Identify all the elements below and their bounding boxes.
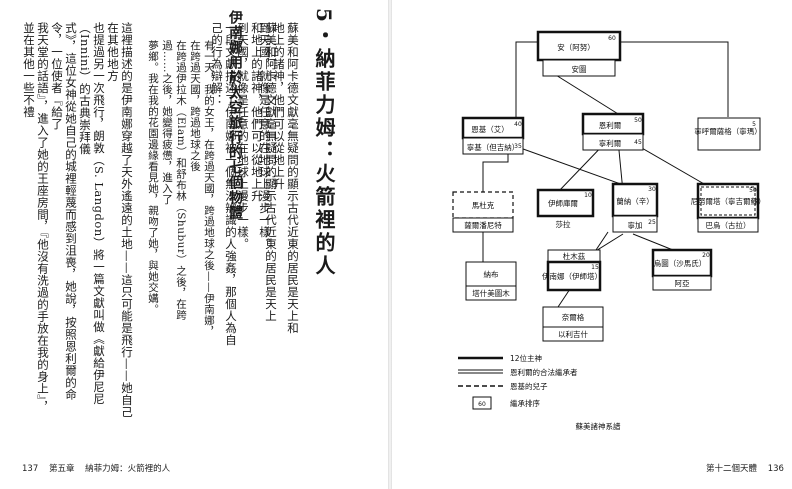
node-ninurta-number: 50: [749, 187, 757, 194]
legend-box: [472, 396, 492, 410]
node-antu: [542, 59, 616, 77]
node-bau: [697, 217, 759, 233]
left-page-number: 137: [22, 464, 39, 474]
node-sarpanit-label: 薩爾潘尼特: [464, 220, 502, 230]
node-enlil-number: 50: [634, 117, 642, 124]
section-heading: 5・納菲力姆：火箭裡的人: [312, 8, 336, 338]
node-antu-label: 安圖: [572, 64, 587, 74]
right-running-title: 第十二個天體: [706, 464, 758, 474]
node-nergal-label: 奈爾格: [562, 312, 585, 322]
quote-block: 有一天，我的女王，在跨過天國，跨過地球之後——伊南娜，在跨過天國，跨過地球之後 …: [146, 40, 216, 340]
node-ninlil: [582, 133, 644, 151]
node-ninhursag-number: 5: [752, 121, 756, 128]
node-bau-label: 巴烏（古拉）: [706, 220, 751, 230]
node-ishkur: [536, 188, 595, 218]
node-utu-number: 20: [702, 252, 710, 259]
node-dumuzi-label: 杜木茲: [563, 251, 586, 261]
node-ereshkigal: [542, 326, 604, 342]
genealogy-diagram: 安（阿努） 60 安圖 恩基（艾） 40 寧基（但吉納） 35 恩利爾 50 寧…: [452, 30, 766, 431]
node-nabu-label: 納布: [484, 269, 499, 279]
node-ishkur-number: 10: [584, 192, 592, 199]
legend: 12位主神 恩利爾的合法繼承者 恩基的兒子 60 繼承排序: [458, 353, 578, 410]
section-number: 5・: [312, 8, 336, 48]
node-shala-label: 莎拉: [556, 219, 571, 229]
left-footer: 137 第五章 納菲力姆：火箭裡的人: [22, 462, 178, 474]
line-an-enki: [515, 41, 543, 117]
node-aya-label: 阿亞: [675, 279, 690, 288]
node-tashmetum-label: 塔什美圖木: [472, 288, 510, 298]
node-nannar: [611, 182, 659, 218]
subsection-title: 伊南娜用於太空旅行的七個物體: [227, 10, 243, 220]
node-ninurta-inner: [700, 186, 756, 216]
node-an-label: 安（阿努）: [557, 42, 595, 52]
legend-box-number: 60: [478, 401, 486, 408]
legend-label-2: 恩基的兒子: [510, 381, 548, 391]
book-gutter: [388, 0, 392, 489]
left-page: 蘇美和阿卡德文獻毫無疑問的顯示古代近東的居民是天上和地上的諸神，他們可以從地上升…: [0, 0, 390, 489]
node-ningal: [612, 215, 658, 233]
quote-line-1: 有一天，我的女王，在跨過天國，跨過地球之後——伊南娜，在跨過天國，跨過地球之後: [189, 40, 215, 337]
node-enlil-label: 恩利爾: [599, 120, 622, 130]
node-enki-number: 40: [514, 121, 522, 128]
body-line-4: 我天堂的話語』，進入了她的王座房間，『他沒有洗過的手放在我的身上』，並在其他一些…: [22, 22, 50, 413]
quote-line-3: 夢鄉。我在我的花園邊緣看見她，親吻了她，與她交媾。: [147, 40, 159, 315]
legend-label-1: 恩利爾的合法繼承者: [510, 367, 578, 377]
legend-label-0: 12位主神: [510, 353, 542, 363]
node-ninhursag: [697, 117, 761, 151]
node-ninlil-label: 寧利爾: [599, 138, 622, 148]
right-page-number: 136: [767, 464, 784, 474]
diagram-caption: 蘇美諸神系譜: [576, 421, 621, 431]
line-an-ninhursag: [618, 41, 729, 117]
node-inanna-label: 伊南娜（伊師塔）: [542, 271, 602, 281]
opening-line-2: 到天國，就像是任意的在地球上漫步一樣。: [258, 22, 272, 250]
node-inanna: [546, 260, 602, 292]
node-ninki-label: 寧基（但吉納）: [467, 142, 520, 152]
node-utu: [651, 248, 713, 278]
node-utu-label: 烏圖（沙馬氏）: [654, 258, 707, 268]
node-marduk-label: 馬杜克: [472, 200, 495, 210]
legend-label-3: 繼承排序: [510, 398, 540, 408]
node-tashmetum: [465, 285, 517, 301]
node-an: [536, 30, 622, 62]
node-ereshkigal-label: 以利吉什: [558, 329, 588, 339]
node-ningal-label: 寧加: [628, 220, 643, 230]
right-footer: 第十二個天體 136: [706, 462, 792, 474]
left-running-title: 納菲力姆：火箭裡的人: [85, 464, 171, 474]
opening-paragraph: 蘇美和阿卡德文獻毫無疑問的顯示古代近東的居民是天上和地上的諸神，他們可以從地上升…: [258, 22, 300, 342]
intro-line-1: 蘇美和阿卡德文獻毫無疑問的顯示古代近東的居民是天上和地上的諸神，他們可以從地上升: [250, 22, 278, 322]
body-line-2: 也提過另一次飛行，朗敦（S. Langdon）將一篇文獻叫做《獻給伊尼尼（Inn…: [78, 22, 106, 405]
node-aya: [652, 275, 712, 291]
node-ishkur-label: 伊師庫爾: [548, 198, 578, 208]
node-nannar-number: 30: [648, 186, 656, 193]
node-ningal-number: 25: [648, 219, 656, 226]
node-an-number: 60: [608, 35, 616, 42]
node-inanna-number: 15: [591, 264, 599, 271]
node-ninlil-number: 45: [634, 139, 642, 146]
node-enki-label: 恩基（艾）: [471, 124, 509, 134]
body-paragraph: 這裡描述的是伊南娜穿越了天外遙遠的土地——這只可能是飛行——她自己在其他地方 也…: [22, 22, 134, 422]
node-sarpanit: [452, 217, 514, 233]
left-chapter: 第五章: [48, 464, 75, 474]
body-line-3: 式》，這位女神從她自己的城裡輕蔑而感到沮喪，她說，按照恩利爾的命令，一位使者『給…: [50, 22, 78, 401]
subsection-intro: 一段文獻描述了伊南娜被一個無法辨識的人強姦，那個人為自己的行為辯解：: [210, 22, 238, 346]
intro-line-2: 到天國，就像是任意的在地球上漫步一樣。: [236, 22, 250, 250]
quote-line-2: 在跨過伊拉木（Elam）和舒布林（Shubur）之後，在跨過……之後，她變得疲憊…: [161, 40, 187, 321]
body-line-1: 這裡描述的是伊南娜穿越了天外遙遠的土地——這只可能是飛行——她自己在其他地方: [106, 22, 134, 418]
node-nannar-label: 蘭納（辛）: [616, 196, 654, 206]
node-ninurta-label: 尼努爾塔（寧吉爾蘇）: [691, 196, 766, 206]
node-marduk: [452, 191, 514, 219]
section-title: 納菲力姆：火箭裡的人: [312, 47, 336, 278]
intro-paragraph: 蘇美和阿卡德文獻毫無疑問的顯示古代近東的居民是天上和地上的諸神，他們可以從地上升…: [236, 22, 278, 322]
node-ninurta: [696, 182, 760, 220]
opening-line-1: 蘇美和阿卡德文獻毫無疑問的顯示古代近東的居民是天上和地上的諸神，他們可以從地上升: [272, 22, 300, 334]
node-ninhursag-label: 寧呼爾薩格（寧瑪）: [694, 126, 762, 136]
node-ninki-number: 35: [514, 143, 522, 150]
node-ninki: [462, 137, 524, 155]
